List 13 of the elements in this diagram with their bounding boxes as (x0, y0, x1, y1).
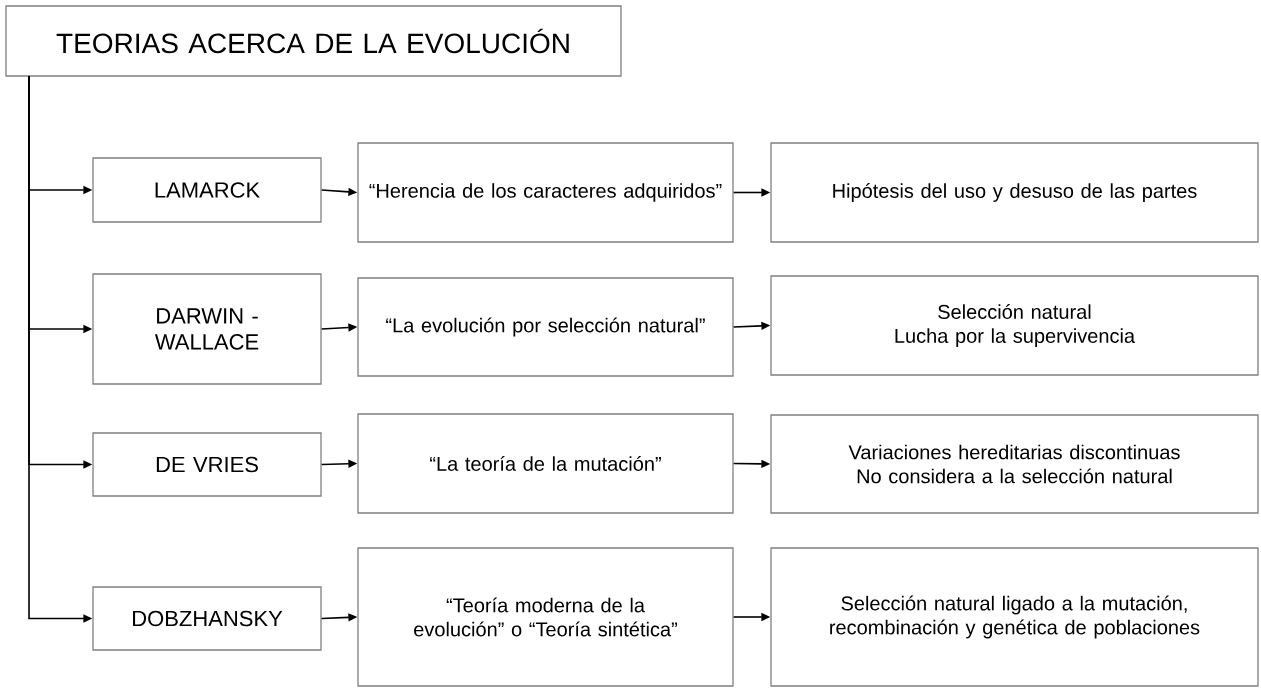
name-box: DARWIN - WALLACE (92, 273, 322, 385)
theory-box: “Herencia de los caracteres adquiridos” (357, 142, 734, 243)
description-box: Variaciones hereditarias discontinuas No considera a la selección natural (770, 414, 1259, 514)
description-box: Selección natural Lucha por la supervivencia (770, 275, 1259, 376)
description-box: Hipótesis del uso y desuso de las partes (770, 142, 1259, 243)
name-box: LAMARCK (92, 157, 322, 223)
theory-box: “Teoría moderna de la evolución” o “Teoría sintética” (357, 547, 734, 687)
title-box: TEORIAS ACERCA DE LA EVOLUCIÓN (5, 5, 622, 77)
description-box: Selección natural ligado a la mutación, recombinación y genética de poblaciones (770, 547, 1259, 687)
name-box: DOBZHANSKY (92, 586, 322, 651)
theory-box: “La teoría de la mutación” (357, 413, 734, 514)
name-box: DE VRIES (92, 432, 322, 497)
theory-box: “La evolución por selección natural” (357, 277, 734, 377)
